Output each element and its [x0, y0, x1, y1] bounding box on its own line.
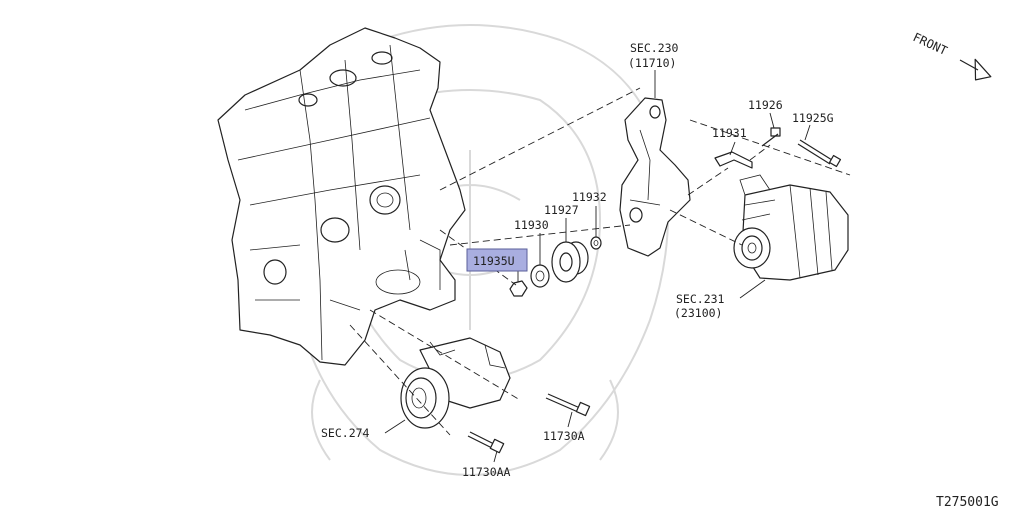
- alternator: [733, 174, 849, 281]
- front-label: FRONT: [911, 30, 950, 58]
- label-11730aa: 11730AA: [462, 465, 511, 479]
- adjusting-bar-11931: [714, 151, 753, 169]
- label-11935u: 11935U: [473, 254, 515, 268]
- drawing-code: T275001G: [936, 495, 999, 510]
- bolt-11926: [761, 127, 781, 147]
- label-sec230: SEC.230: [630, 41, 679, 55]
- label-11932: 11932: [572, 190, 607, 204]
- front-arrow-icon: [959, 58, 992, 81]
- leader-lines: [384, 70, 811, 463]
- label-11927: 11927: [544, 203, 579, 217]
- label-11931: 11931: [712, 126, 747, 140]
- label-11925g: 11925G: [792, 111, 834, 125]
- label-11926: 11926: [748, 98, 783, 112]
- label-sec231-ref: (23100): [674, 306, 722, 320]
- label-sec274: SEC.274: [321, 426, 370, 440]
- engine-block: [217, 27, 466, 366]
- label-sec230-ref: (11710): [628, 56, 676, 70]
- label-sec231: SEC.231: [676, 292, 725, 306]
- bolt-11925g: [797, 139, 842, 168]
- nut-11935u: [509, 280, 528, 297]
- alternator-bracket: [619, 97, 691, 257]
- highlight-11935u: [466, 248, 528, 272]
- bolt-11730aa: [467, 431, 505, 454]
- label-11730a: 11730A: [543, 429, 585, 443]
- bolt-11730a: [545, 393, 591, 417]
- label-11930: 11930: [514, 218, 549, 232]
- power-steering-pump: [400, 337, 511, 429]
- spacer-11932: [590, 236, 602, 250]
- pulley-11927: [551, 241, 589, 283]
- washer-11930: [530, 264, 550, 288]
